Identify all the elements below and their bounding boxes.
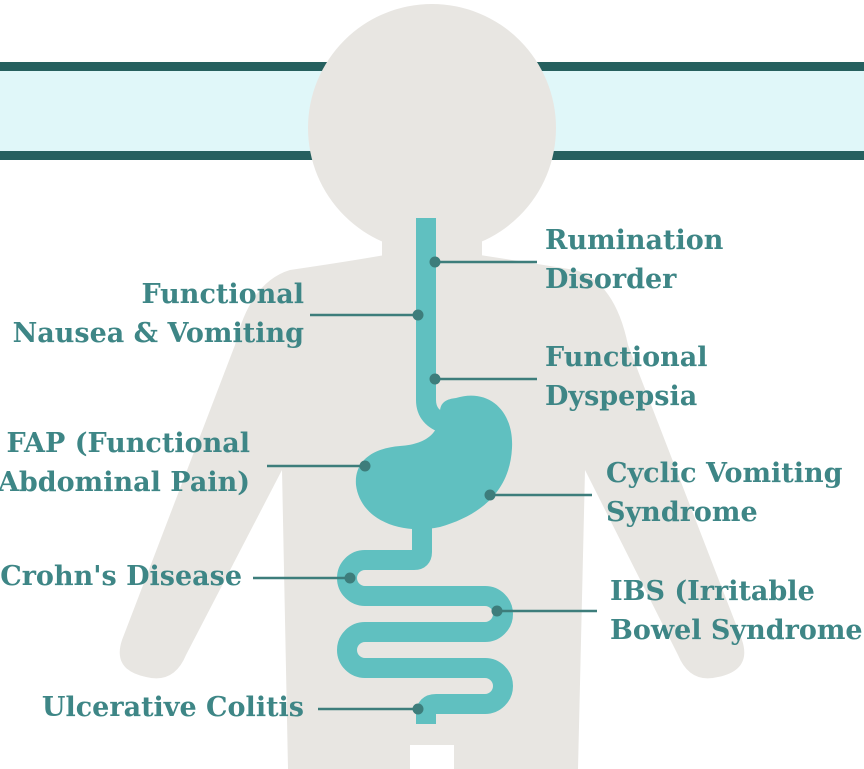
- marker-dot-fap: [360, 461, 371, 472]
- label-cyclic-vomiting-line2: Syndrome: [606, 493, 843, 532]
- label-fap-line2: Abdominal Pain): [0, 463, 250, 502]
- marker-dot-functional-dyspepsia: [430, 374, 441, 385]
- label-ulcerative-colitis-line1: Ulcerative Colitis: [42, 688, 304, 727]
- label-functional-dyspepsia-line1: Functional: [545, 338, 708, 377]
- label-fap-line1: FAP (Functional: [0, 424, 250, 463]
- marker-dot-functional-nausea: [413, 310, 424, 321]
- label-cyclic-vomiting-syndrome: Cyclic Vomiting Syndrome: [606, 454, 843, 532]
- leg-gap: [410, 745, 454, 769]
- marker-dot-crohns: [345, 573, 356, 584]
- label-functional-nausea-line2: Nausea & Vomiting: [13, 314, 304, 353]
- marker-dot-cyclic-vomiting: [485, 490, 496, 501]
- label-rumination-line1: Rumination: [545, 221, 723, 260]
- label-ibs: IBS (Irritable Bowel Syndrome): [610, 572, 864, 650]
- label-functional-dyspepsia: Functional Dyspepsia: [545, 338, 708, 416]
- label-cyclic-vomiting-line1: Cyclic Vomiting: [606, 454, 843, 493]
- label-functional-nausea-vomiting: Functional Nausea & Vomiting: [13, 275, 304, 353]
- label-rumination-disorder: Rumination Disorder: [545, 221, 723, 299]
- label-fap: FAP (Functional Abdominal Pain): [0, 424, 250, 502]
- label-functional-nausea-line1: Functional: [13, 275, 304, 314]
- marker-dot-ulcerative-colitis: [413, 704, 424, 715]
- label-ibs-line1: IBS (Irritable: [610, 572, 864, 611]
- marker-dot-ibs: [492, 606, 503, 617]
- marker-dot-rumination: [430, 257, 441, 268]
- label-functional-dyspepsia-line2: Dyspepsia: [545, 377, 708, 416]
- label-ulcerative-colitis: Ulcerative Colitis: [42, 688, 304, 727]
- label-rumination-line2: Disorder: [545, 260, 723, 299]
- label-crohns-line1: Crohn's Disease: [0, 557, 242, 596]
- label-ibs-line2: Bowel Syndrome): [610, 611, 864, 650]
- label-crohns-disease: Crohn's Disease: [0, 557, 242, 596]
